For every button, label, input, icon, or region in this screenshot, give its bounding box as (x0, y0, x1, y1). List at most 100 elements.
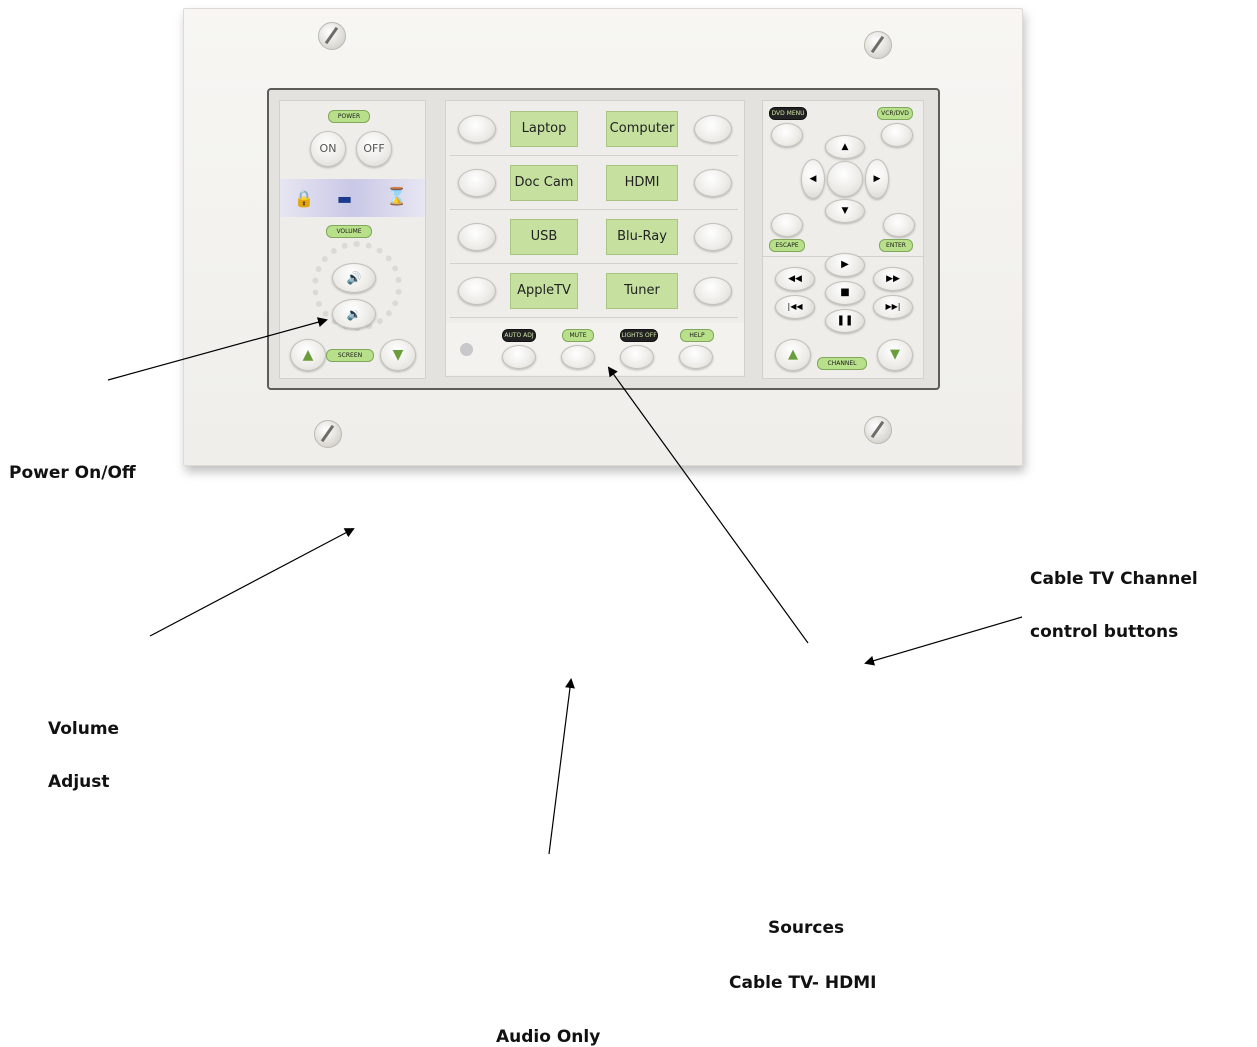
skip-back-icon: |◀◀ (787, 302, 803, 311)
source-button-blu-ray[interactable] (694, 223, 732, 251)
source-button-laptop[interactable] (458, 115, 496, 143)
screen-down-button[interactable]: ▼ (380, 339, 416, 371)
status-strip: 🔒 ▬ ⌛ (280, 179, 425, 217)
source-button-appletv[interactable] (458, 277, 496, 305)
triangle-up-icon: ▲ (302, 347, 314, 363)
audio-callout: Audio Only (496, 1027, 601, 1047)
audio-arrow (548, 678, 575, 855)
help-label: HELP (680, 329, 714, 342)
auto-adj-button[interactable] (502, 345, 536, 369)
nav-right-button[interactable]: ▶ (865, 159, 889, 199)
rewind-icon: ◀◀ (788, 274, 802, 284)
rewind-button[interactable]: ◀◀ (775, 267, 815, 291)
volume-down-button[interactable]: 🔉 (332, 299, 376, 329)
power-callout: Power On/Off (9, 463, 136, 483)
volume-label: VOLUME (326, 225, 372, 238)
volume-arrow (149, 528, 355, 637)
screw-icon (318, 22, 346, 50)
chevron-down-icon: ▼ (841, 206, 849, 216)
source-button-doc-cam[interactable] (458, 169, 496, 197)
pause-button[interactable]: ❚❚ (825, 309, 865, 333)
lights-off-button[interactable] (620, 345, 654, 369)
enter-button[interactable] (883, 213, 915, 237)
source-button-hdmi[interactable] (694, 169, 732, 197)
source-label-computer: Computer (606, 111, 678, 147)
nav-down-button[interactable]: ▼ (825, 199, 865, 223)
screen-up-button[interactable]: ▲ (290, 339, 326, 371)
source-row: Laptop Computer (450, 103, 738, 156)
source-button-computer[interactable] (694, 115, 732, 143)
channel-callout-line2: control buttons (1030, 622, 1179, 642)
dvd-menu-button[interactable] (771, 123, 803, 147)
lock-icon: 🔒 (294, 189, 314, 208)
source-row: AppleTV Tuner (450, 265, 738, 318)
left-panel: POWER ON OFF 🔒 ▬ ⌛ VOLUME 🔊 🔉 ▲ SCREEN ▼ (279, 100, 426, 379)
stop-button[interactable]: ■ (825, 281, 865, 305)
chevron-right-icon: ▶ (873, 174, 881, 184)
channel-callout-line1: Cable TV Channel (1030, 569, 1198, 589)
nav-up-button[interactable]: ▲ (825, 135, 865, 159)
screen-label: SCREEN (326, 349, 374, 362)
sources-callout-line1: Sources (768, 918, 845, 938)
skip-forward-icon: ▶▶| (885, 302, 901, 311)
source-label-laptop: Laptop (510, 111, 578, 147)
dvd-menu-label: DVD MENU (769, 107, 807, 120)
ir-sensor (460, 343, 473, 356)
volume-callout-line1: Volume (48, 719, 120, 739)
escape-label: ESCAPE (769, 239, 805, 252)
source-button-usb[interactable] (458, 223, 496, 251)
transport-panel: DVD MENU VCR/DVD ▲ ◀ ▶ ▼ ESCAPE ENTER ▶ … (762, 100, 924, 379)
power-arrow (107, 317, 328, 381)
help-button[interactable] (679, 345, 713, 369)
channel-up-button[interactable]: ▲ (775, 339, 811, 371)
pause-icon: ❚❚ (836, 315, 854, 326)
control-bezel: POWER ON OFF 🔒 ▬ ⌛ VOLUME 🔊 🔉 ▲ SCREEN ▼… (267, 88, 940, 390)
source-label-hdmi: HDMI (606, 165, 678, 201)
power-off-button[interactable]: OFF (356, 131, 392, 167)
screw-icon (864, 416, 892, 444)
sources-arrow (607, 366, 809, 644)
chevron-left-icon: ◀ (809, 174, 817, 184)
play-icon: ▶ (841, 259, 849, 270)
volume-up-button[interactable]: 🔊 (332, 263, 376, 293)
play-button[interactable]: ▶ (825, 253, 865, 277)
speaker-loud-icon: 🔊 (346, 271, 362, 285)
screw-icon (864, 31, 892, 59)
triangle-up-icon: ▲ (788, 347, 798, 362)
vcr-dvd-button[interactable] (881, 123, 913, 147)
channel-arrow (864, 616, 1023, 666)
source-label-usb: USB (510, 219, 578, 255)
projector-icon: ▬ (337, 189, 353, 208)
fast-forward-button[interactable]: ▶▶ (873, 267, 913, 291)
channel-label: CHANNEL (817, 357, 867, 370)
sources-callout-line2: Cable TV- HDMI (729, 973, 877, 993)
hourglass-icon: ⌛ (386, 187, 408, 207)
source-label-blu-ray: Blu-Ray (606, 219, 678, 255)
lights-off-label: LIGHTS OFF (620, 329, 658, 342)
power-label: POWER (328, 110, 370, 123)
stop-icon: ■ (840, 287, 850, 298)
power-on-button[interactable]: ON (310, 131, 346, 167)
source-row: USB Blu-Ray (450, 211, 738, 264)
screw-icon (314, 420, 342, 448)
volume-callout-line2: Adjust (48, 772, 110, 792)
source-panel: Laptop Computer Doc Cam HDMI USB Blu-Ray… (445, 100, 745, 377)
nav-left-button[interactable]: ◀ (801, 159, 825, 199)
source-label-appletv: AppleTV (510, 273, 578, 309)
source-row: Doc Cam HDMI (450, 157, 738, 210)
mute-label: MUTE (562, 329, 594, 342)
triangle-down-icon: ▼ (890, 347, 900, 362)
source-label-doc-cam: Doc Cam (510, 165, 578, 201)
escape-button[interactable] (771, 213, 803, 237)
skip-forward-button[interactable]: ▶▶| (873, 295, 913, 319)
mute-button[interactable] (561, 345, 595, 369)
speaker-icon: 🔉 (346, 307, 362, 321)
channel-down-button[interactable]: ▼ (877, 339, 913, 371)
triangle-down-icon: ▼ (392, 347, 404, 363)
skip-back-button[interactable]: |◀◀ (775, 295, 815, 319)
source-button-tuner[interactable] (694, 277, 732, 305)
vcr-dvd-label: VCR/DVD (877, 107, 913, 120)
chevron-up-icon: ▲ (841, 142, 849, 152)
nav-select-button[interactable] (827, 161, 863, 197)
